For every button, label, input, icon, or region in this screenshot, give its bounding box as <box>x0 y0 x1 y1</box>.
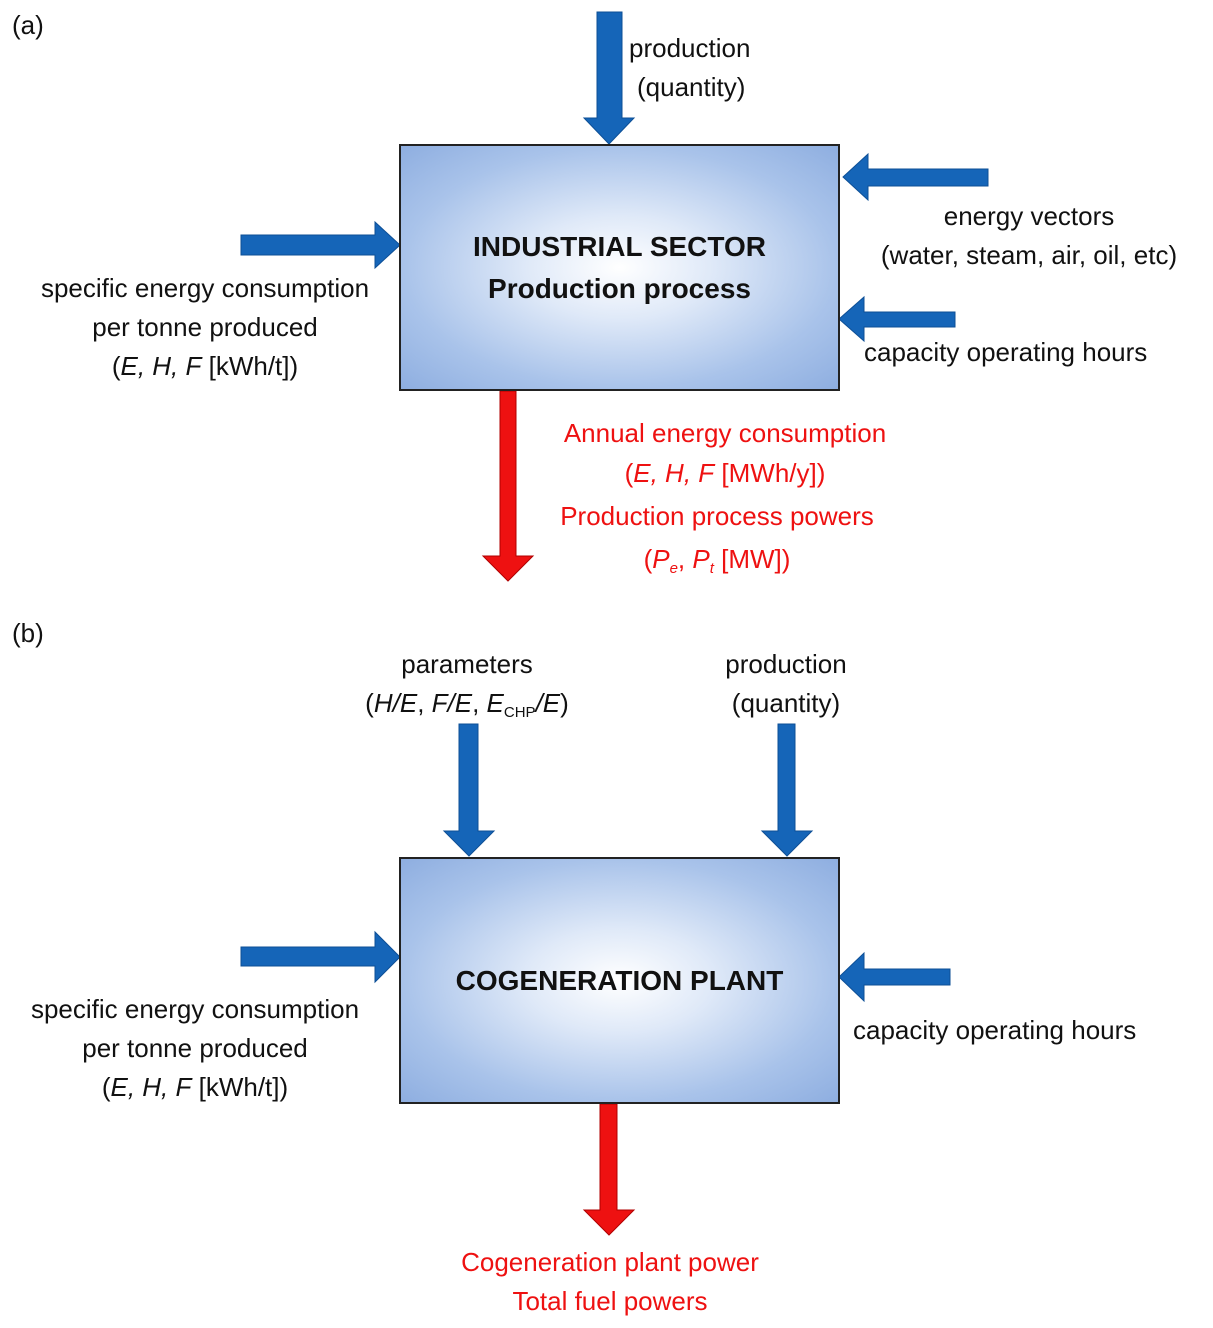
b-specific-consumption-line3: (E, H, F [kWh/t]) <box>101 1072 289 1102</box>
a-pe-p: P <box>652 544 670 574</box>
b-parameters-label: parameters <box>401 649 533 679</box>
arrow-a-specific-right <box>240 220 401 270</box>
panel-a-label: (a) <box>12 10 44 40</box>
panel-b-label: (b) <box>12 618 44 648</box>
a-specific-unit: [kWh/t]) <box>201 351 299 381</box>
b-ratio-echp-base: E <box>486 688 504 718</box>
industrial-sector-box: INDUSTRIAL SECTOR Production process <box>399 144 840 391</box>
production-process-title: Production process <box>488 272 751 304</box>
a-powers-unit: [MW]) <box>713 544 791 574</box>
cogeneration-plant-box: COGENERATION PLANT <box>399 857 840 1104</box>
b-output-total-fuel-powers: Total fuel powers <box>512 1286 708 1316</box>
b-specific-vars: E, H, F <box>110 1072 192 1102</box>
a-output-powers-units: (Pe, Pt [MW]) <box>643 544 791 577</box>
a-pe-sep: , <box>677 544 693 574</box>
arrow-a-production-down <box>582 11 636 145</box>
a-output-process-powers: Production process powers <box>560 501 874 531</box>
arrow-b-production-down <box>760 723 814 857</box>
a-quantity-label: (quantity) <box>637 72 746 102</box>
a-output-unit: [MWh/y]) <box>714 458 826 488</box>
a-specific-consumption-line2: per tonne produced <box>92 312 318 342</box>
a-energy-vectors-line1: energy vectors <box>943 201 1115 231</box>
industrial-sector-title: INDUSTRIAL SECTOR <box>473 230 766 262</box>
a-pt-p: P <box>692 544 710 574</box>
arrow-a-energy-vectors-left <box>842 152 989 202</box>
a-specific-vars: E, H, F <box>120 351 202 381</box>
a-capacity-operating-hours: capacity operating hours <box>864 337 1148 367</box>
a-output-vars: E, H, F <box>633 458 715 488</box>
a-production-label: production <box>629 33 751 63</box>
a-specific-consumption-line1: specific energy consumption <box>40 273 370 303</box>
arrow-b-specific-right <box>240 930 401 984</box>
b-ratio-echp-sub: CHP <box>503 704 536 721</box>
a-energy-vectors-line2: (water, steam, air, oil, etc) <box>880 240 1178 270</box>
a-output-annual-units: (E, H, F [MWh/y]) <box>624 458 826 488</box>
arrow-b-output-down <box>582 1103 636 1236</box>
b-specific-consumption-line2: per tonne produced <box>82 1033 308 1063</box>
a-output-annual-consumption: Annual energy consumption <box>563 418 887 448</box>
b-ratio-fe: F/E <box>431 688 473 718</box>
b-capacity-operating-hours: capacity operating hours <box>853 1015 1137 1045</box>
b-ratio-echp-tail: /E <box>535 688 561 718</box>
arrow-a-output-down <box>481 390 535 582</box>
b-specific-unit: [kWh/t]) <box>191 1072 289 1102</box>
a-pt-sub: t <box>709 560 714 577</box>
b-parameters-ratios: (H/E, F/E, ECHP/E) <box>365 688 569 721</box>
b-production-label: production <box>725 649 847 679</box>
arrow-b-operating-hours-left <box>838 951 951 1003</box>
b-output-cogeneration-power: Cogeneration plant power <box>461 1247 759 1277</box>
cogeneration-plant-title: COGENERATION PLANT <box>455 964 784 996</box>
b-specific-consumption-line1: specific energy consumption <box>30 994 360 1024</box>
arrow-a-operating-hours-left <box>838 295 956 343</box>
b-quantity-label: (quantity) <box>731 688 841 718</box>
arrow-b-parameters-down <box>442 723 496 857</box>
a-specific-consumption-line3: (E, H, F [kWh/t]) <box>111 351 299 381</box>
a-pe-sub: e <box>669 560 678 577</box>
b-ratio-he: H/E <box>373 688 418 718</box>
